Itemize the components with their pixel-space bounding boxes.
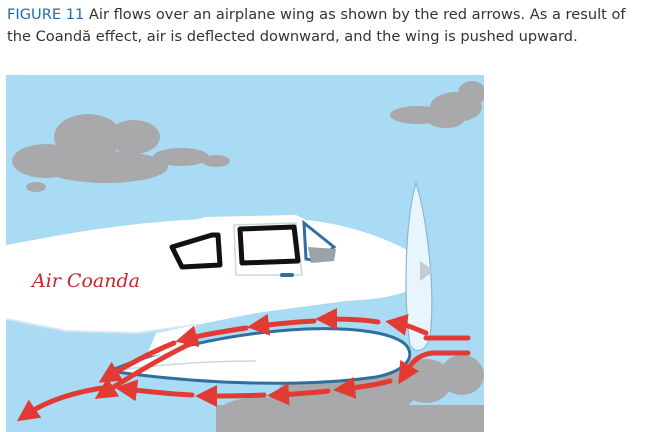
caption-text: Air flows over an airplane wing as shown…	[7, 6, 626, 45]
airflow-arrow-lower-6	[115, 379, 195, 402]
wing	[104, 327, 412, 385]
airflow-arrow-lower-4	[267, 383, 331, 406]
airflow-arrow-upper-2	[314, 308, 381, 331]
plane-name-label: Air Coanda	[30, 270, 140, 292]
door-outline	[233, 222, 303, 276]
airflow-arrow-lower-7	[16, 384, 113, 422]
airflow-arrow-lower-2	[398, 350, 471, 385]
figure-caption: FIGURE 11 Air flows over an airplane win…	[7, 4, 643, 48]
airflow-arrow-upper-5	[98, 340, 177, 383]
front-window	[237, 224, 301, 266]
fuselage-belly-line	[6, 318, 197, 335]
door-handle	[280, 273, 294, 277]
cloud-bottom	[216, 355, 484, 432]
propeller-spinner	[420, 261, 434, 281]
airflow-arrow-upper-4	[175, 325, 249, 348]
lower-airflow	[16, 335, 471, 422]
airflow-arrow-upper-3	[247, 313, 317, 336]
airflow-arrow-lower-3	[333, 376, 393, 399]
airflow-arrow-lower-5	[194, 384, 267, 408]
coanda-diagram: Air Coanda	[6, 75, 484, 432]
nose-panel	[308, 247, 336, 263]
airflow-arrow-upper-6	[94, 338, 199, 399]
figure-label: FIGURE 11	[7, 6, 85, 23]
cloud-top-left	[12, 114, 230, 192]
airflow-arrow-upper-1	[385, 313, 429, 336]
upper-airflow	[94, 308, 429, 399]
propeller-blade	[405, 180, 433, 352]
rear-window	[169, 232, 223, 270]
cloud-top-right	[390, 81, 484, 128]
